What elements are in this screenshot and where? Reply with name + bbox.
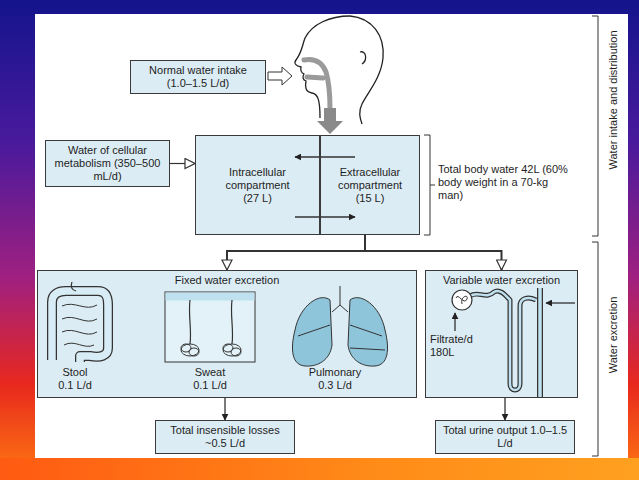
box-fill	[130, 60, 266, 94]
compartment-box: Extracellular compartment (15 L)	[320, 135, 420, 235]
box-text: Total insensible losses ~0.5 L/d	[161, 424, 289, 450]
note-text: Total body water 42L (60% body weight in…	[438, 163, 568, 202]
box-text: Normal water intake (1.0–1.5 L/d)	[136, 64, 260, 90]
organ-label: Stool 0.1 L/d	[54, 366, 96, 392]
intake-open-arrow	[268, 67, 292, 85]
box-fill	[155, 420, 295, 454]
total-box: Total insensible losses ~0.5 L/d	[155, 420, 295, 454]
airway	[304, 60, 330, 111]
intake-flow-arrow	[317, 108, 343, 134]
head-profile	[295, 16, 383, 124]
lungs-drawing	[292, 286, 387, 366]
flow-arrow	[170, 163, 195, 164]
flow-arrow	[295, 156, 355, 157]
flow-arrow	[504, 398, 505, 420]
box-fill	[45, 140, 170, 187]
box-text: Extracellular compartment (15 L)	[329, 166, 411, 205]
total-box: Total urine output 1.0–1.5 L/d	[435, 420, 575, 454]
box-text: Intracellular compartment (27 L)	[217, 166, 299, 205]
bottom-strip	[0, 458, 639, 480]
box-fill	[195, 135, 320, 235]
excretion-panel: Fixed water excretion	[37, 270, 417, 398]
section-label: Water intake and distribution	[607, 31, 620, 170]
box-fill	[320, 135, 420, 235]
flow-arrow	[295, 216, 355, 217]
box-text: Fixed water excretion	[175, 274, 280, 287]
flow-arrow	[224, 398, 225, 420]
intestine-drawing	[52, 282, 108, 362]
filtrate-label: Filtrate/d 180L	[430, 333, 486, 359]
sweat-gland-drawing	[165, 292, 255, 362]
box-text: Water of cellular metabolism (350–500 mL…	[51, 144, 164, 183]
metabolism-box: Water of cellular metabolism (350–500 mL…	[45, 140, 170, 187]
flow-arrow	[365, 235, 502, 270]
brackets	[424, 16, 598, 456]
section-label: Water excretion	[607, 297, 620, 374]
intake-box: Normal water intake (1.0–1.5 L/d)	[130, 60, 266, 94]
flow-arrow	[227, 235, 365, 270]
box-fill	[425, 270, 578, 398]
compartment-box: Intracellular compartment (27 L)	[195, 135, 320, 235]
box-fill	[435, 420, 575, 454]
organ-label: Pulmonary 0.3 L/d	[305, 366, 365, 392]
organ-label: Sweat 0.1 L/d	[188, 366, 232, 392]
box-text: Total urine output 1.0–1.5 L/d	[441, 424, 569, 450]
box-text: Variable water excretion	[443, 274, 560, 287]
box-fill	[37, 270, 417, 398]
